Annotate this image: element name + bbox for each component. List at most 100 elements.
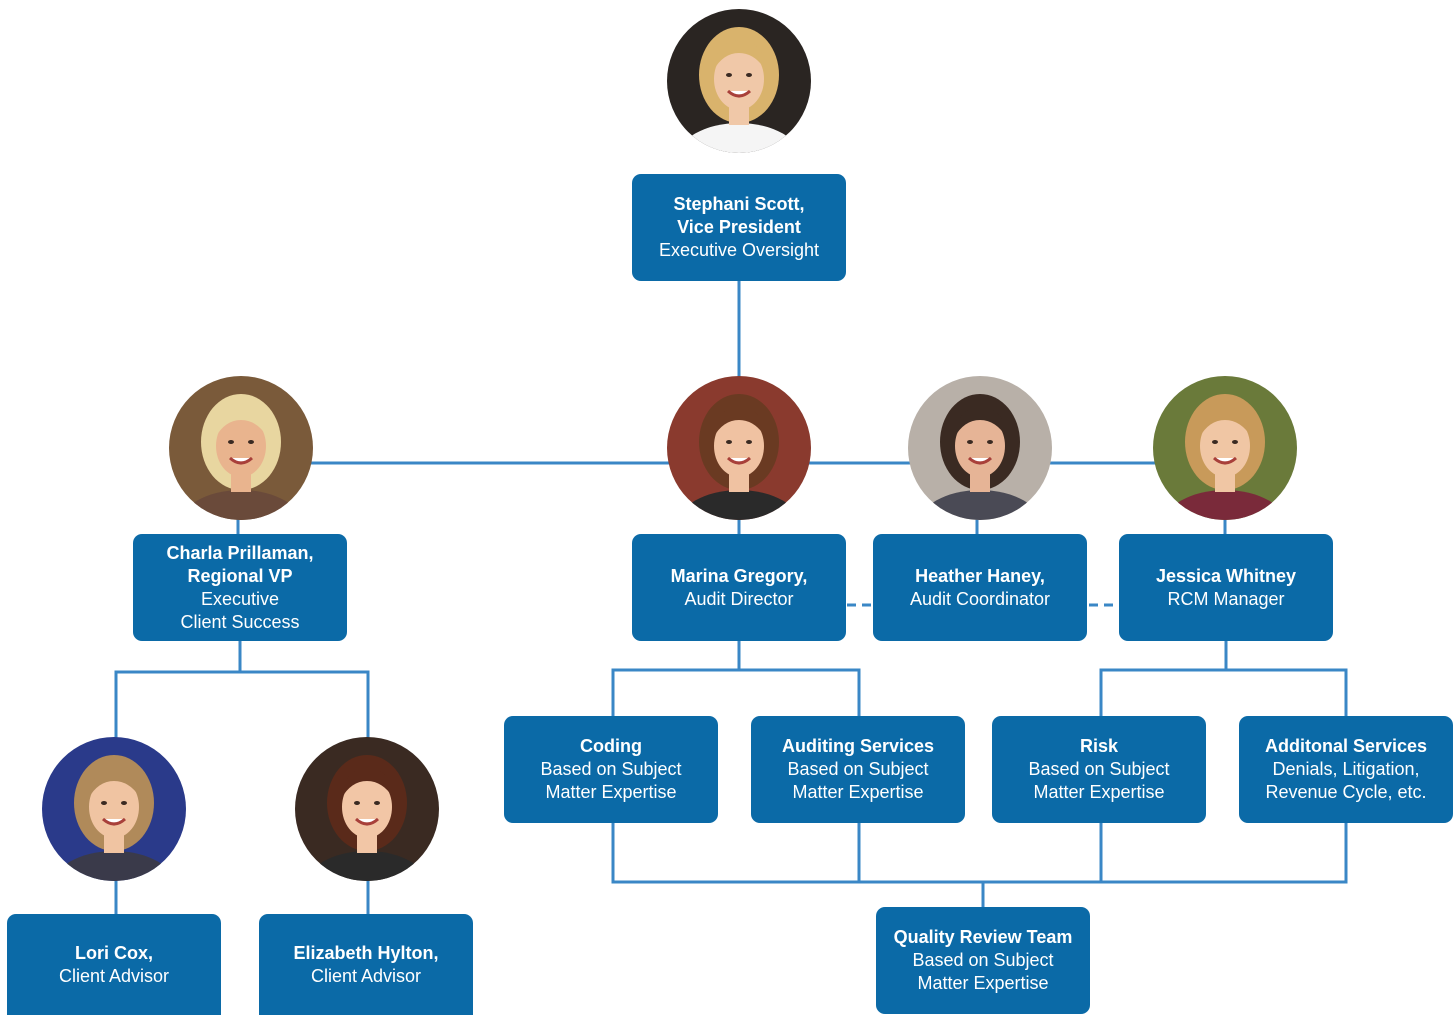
node-charla-title: Regional VP	[187, 565, 293, 586]
node-charla-role2: Client Success	[180, 611, 300, 632]
node-jessica-role: RCM Manager	[1167, 588, 1285, 609]
portrait-fringe	[1199, 407, 1252, 438]
portrait-face	[89, 776, 139, 838]
connector-jessica-branch	[1099, 668, 1348, 717]
portrait-eye-right	[121, 801, 127, 805]
portrait-eye-left	[228, 440, 234, 444]
portrait-eye-right	[248, 440, 254, 444]
node-risk-name: Risk	[1079, 736, 1119, 756]
portrait-shoulders	[677, 123, 801, 153]
node-auditing-name: Auditing Services	[781, 736, 935, 756]
node-heather-role: Audit Coordinator	[909, 588, 1051, 609]
node-stephani: Stephani Scott, Vice President Executive…	[632, 174, 846, 281]
connector-marina-branch	[611, 668, 861, 717]
portrait-shoulders	[52, 851, 176, 881]
node-heather-name: Heather Haney,	[915, 565, 1045, 586]
connector-services-bottom	[611, 822, 1348, 884]
node-coding: Coding Based on Subject Matter Expertise	[504, 716, 718, 823]
node-charla-role1: Executive	[200, 588, 280, 609]
node-auditing: Auditing Services Based on Subject Matte…	[751, 716, 965, 823]
avatar-jessica	[1153, 376, 1297, 520]
node-lori: Lori Cox, Client Advisor	[7, 914, 221, 1015]
node-quality-name: Quality Review Team	[893, 927, 1073, 947]
portrait-eye-right	[374, 801, 380, 805]
portrait-face	[714, 415, 764, 477]
portrait-eye-right	[746, 440, 752, 444]
portrait-fringe	[88, 768, 141, 799]
node-additional-line1: Denials, Litigation,	[1272, 759, 1420, 779]
node-quality: Quality Review Team Based on Subject Mat…	[876, 907, 1090, 1014]
portrait-face	[955, 415, 1005, 477]
node-marina-role: Audit Director	[684, 588, 794, 609]
node-coding-line1: Based on Subject	[540, 759, 682, 779]
avatar-marina	[667, 376, 811, 520]
node-jessica: Jessica Whitney RCM Manager	[1119, 534, 1333, 641]
portrait-face	[714, 48, 764, 110]
portrait-elizabeth	[295, 737, 439, 881]
portrait-eye-right	[746, 73, 752, 77]
node-jessica-name: Jessica Whitney	[1155, 565, 1297, 586]
node-stephani-title: Vice President	[677, 217, 801, 237]
node-additional-line2: Revenue Cycle, etc.	[1265, 782, 1427, 802]
portrait-jessica	[1153, 376, 1297, 520]
portrait-charla	[169, 376, 313, 520]
node-coding-name: Coding	[580, 736, 642, 756]
portrait-smile	[354, 817, 380, 826]
portrait-fringe	[713, 40, 766, 71]
node-stephani-name: Stephani Scott,	[673, 194, 805, 214]
portrait-smile	[726, 89, 752, 98]
portrait-eye-right	[987, 440, 993, 444]
node-coding-line2: Matter Expertise	[545, 782, 677, 802]
avatar-charla	[169, 376, 313, 520]
avatar-heather	[908, 376, 1052, 520]
portrait-eye-left	[967, 440, 973, 444]
avatar-lori	[42, 737, 186, 881]
portrait-eye-left	[726, 73, 732, 77]
node-risk: Risk Based on Subject Matter Expertise	[992, 716, 1206, 823]
portrait-fringe	[713, 407, 766, 438]
node-stephani-role: Executive Oversight	[658, 240, 820, 260]
node-lori-name: Lori Cox,	[74, 942, 153, 963]
portrait-eye-left	[1212, 440, 1218, 444]
node-auditing-line1: Based on Subject	[787, 759, 929, 779]
node-lori-role: Client Advisor	[58, 965, 170, 986]
portrait-shoulders	[1163, 490, 1287, 520]
portrait-fringe	[215, 407, 268, 438]
node-auditing-line2: Matter Expertise	[792, 782, 924, 802]
node-elizabeth-name: Elizabeth Hylton,	[293, 942, 439, 963]
portrait-shoulders	[305, 851, 429, 881]
portrait-shoulders	[179, 490, 303, 520]
avatar-stephani	[667, 9, 811, 153]
portrait-marina	[667, 376, 811, 520]
portrait-eye-left	[726, 440, 732, 444]
node-additional-name: Additonal Services	[1264, 736, 1428, 756]
portrait-face	[216, 415, 266, 477]
portrait-eye-left	[354, 801, 360, 805]
node-risk-line1: Based on Subject	[1028, 759, 1170, 779]
portrait-fringe	[341, 768, 394, 799]
portrait-face	[342, 776, 392, 838]
node-quality-line1: Based on Subject	[912, 950, 1054, 970]
portrait-eye-right	[1232, 440, 1238, 444]
node-marina: Marina Gregory, Audit Director	[632, 534, 846, 641]
portrait-smile	[101, 817, 127, 826]
portrait-fringe	[954, 407, 1007, 438]
portrait-smile	[228, 456, 254, 465]
portrait-eye-left	[101, 801, 107, 805]
node-quality-line2: Matter Expertise	[917, 973, 1049, 993]
node-elizabeth: Elizabeth Hylton, Client Advisor	[259, 914, 473, 1015]
portrait-stephani	[667, 9, 811, 153]
node-elizabeth-role: Client Advisor	[310, 965, 422, 986]
avatar-elizabeth	[295, 737, 439, 881]
portrait-smile	[1212, 456, 1238, 465]
portrait-lori	[42, 737, 186, 881]
portrait-face	[1200, 415, 1250, 477]
connector-charla-branch	[114, 670, 370, 740]
portrait-shoulders	[918, 490, 1042, 520]
node-additional: Additonal Services Denials, Litigation, …	[1239, 716, 1453, 823]
node-heather: Heather Haney, Audit Coordinator	[873, 534, 1087, 641]
portrait-heather	[908, 376, 1052, 520]
node-charla-name: Charla Prillaman,	[166, 542, 314, 563]
portrait-shoulders	[677, 490, 801, 520]
portrait-smile	[967, 456, 993, 465]
